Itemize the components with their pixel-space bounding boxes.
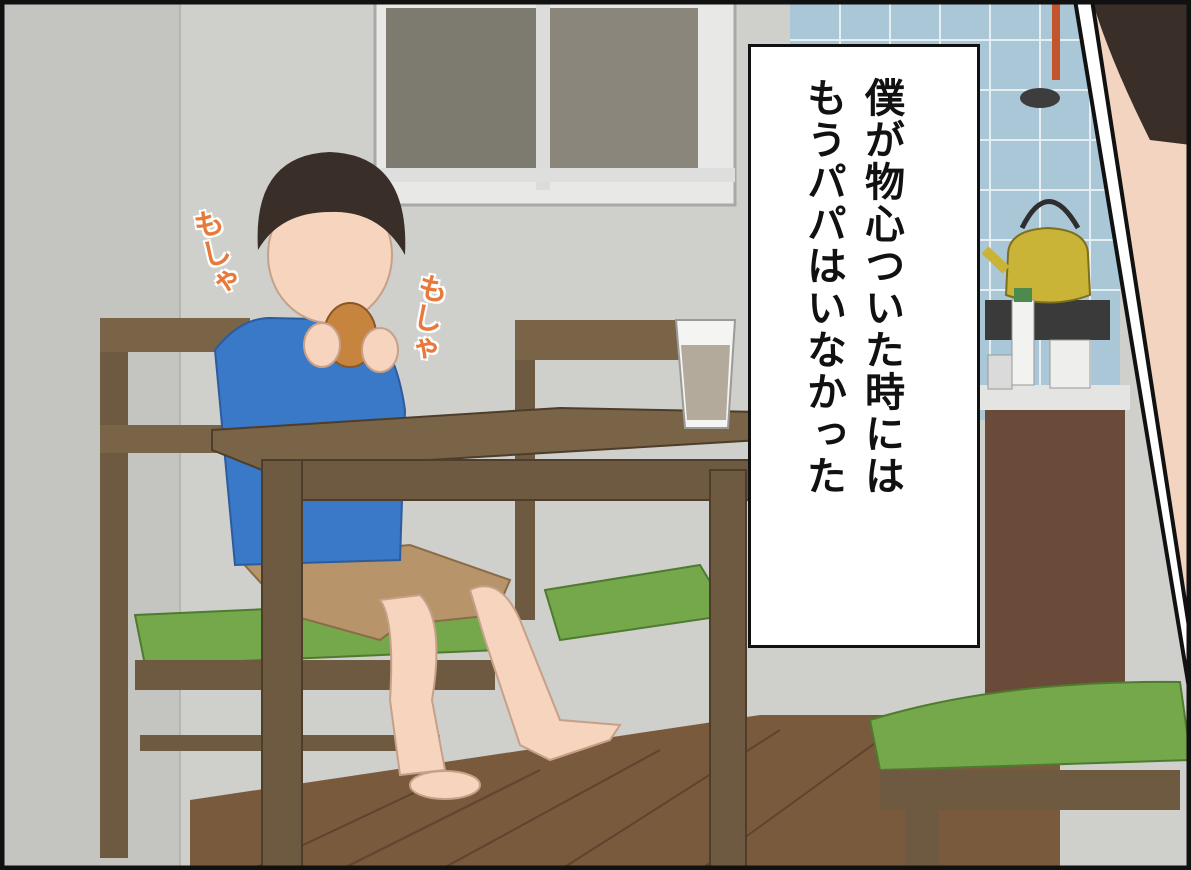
- condiment-bottles: [987, 288, 1091, 390]
- kitchen-cabinet: [985, 410, 1125, 710]
- shorts: [237, 543, 512, 642]
- narration-line-1: 僕が物心ついた時には: [858, 77, 904, 497]
- dining-table: [211, 406, 761, 870]
- stove: [985, 300, 1110, 340]
- kettle: [981, 199, 1092, 304]
- glass: [674, 319, 737, 429]
- wooden-floor: [190, 715, 1060, 870]
- ladle: [1020, 0, 1060, 108]
- chair-front-right: [868, 680, 1191, 870]
- narration-line-2: もうパパはいなかった: [800, 77, 846, 497]
- narration-box: 僕が物心ついた時には もうパパはいなかった: [748, 44, 980, 648]
- next-panel-hair: [1092, 0, 1191, 145]
- window: [373, 0, 737, 207]
- hair: [257, 152, 406, 255]
